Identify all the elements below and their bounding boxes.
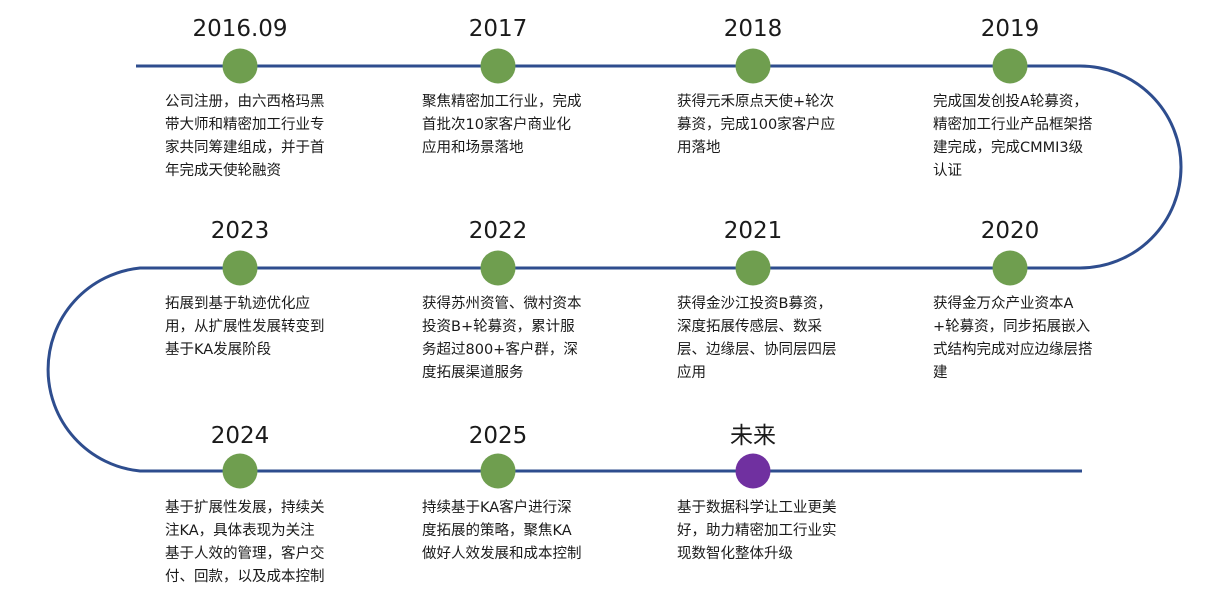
milestone-year-2018: 2018 [723, 16, 783, 42]
milestone-year-2016-09: 2016.09 [192, 16, 288, 42]
milestone-year-2025: 2025 [468, 423, 528, 449]
milestone-year-2022: 2022 [468, 218, 528, 244]
milestone-dot [735, 48, 771, 84]
milestone-year-2019: 2019 [980, 16, 1040, 42]
milestone-text-2025: 持续基于KA客户进行深度拓展的策略，聚焦KA做好人效发展和成本控制 [422, 500, 582, 562]
milestone-dot [480, 48, 516, 84]
milestone-text-future: 基于数据科学让工业更美好，助力精密加工行业实现数智化整体升级 [677, 500, 837, 562]
milestone-dot [222, 453, 258, 489]
timeline-serpentine-line [46, 64, 1183, 473]
milestone-text-2022: 获得苏州资管、微村资本投资B+轮募资，累计服务超过800+客户群，深度拓展渠道服… [422, 296, 582, 381]
milestone-dot [992, 48, 1028, 84]
milestone-text-2023: 拓展到基于轨迹优化应用，从扩展性发展转变到基于KA发展阶段 [165, 296, 325, 358]
milestone-dot [480, 453, 516, 489]
milestone-year-2023: 2023 [210, 218, 270, 244]
milestone-text-2020: 获得金万众产业资本A+轮募资，同步拓展嵌入式结构完成对应边缘层搭建 [933, 296, 1093, 381]
milestone-dot [735, 250, 771, 286]
milestone-year-future: 未来 [730, 423, 776, 449]
milestone-text-2017: 聚焦精密加工行业，完成首批次10家客户商业化应用和场景落地 [422, 94, 582, 156]
milestone-dot [222, 250, 258, 286]
milestone-text-2018: 获得元禾原点天使+轮次募资，完成100家客户应用落地 [677, 94, 836, 156]
milestone-dot [222, 48, 258, 84]
milestone-text-2021: 获得金沙江投资B募资，深度拓展传感层、数采层、边缘层、协同层四层应用 [677, 296, 837, 381]
milestone-dot [992, 250, 1028, 286]
milestone-text-2024: 基于扩展性发展，持续关注KA，具体表现为关注基于人效的管理，客户交付、回款，以及… [165, 500, 325, 585]
milestone-year-2021: 2021 [723, 218, 783, 244]
milestone-year-2020: 2020 [980, 218, 1040, 244]
milestone-text-2016-09: 公司注册，由六西格玛黑带大师和精密加工行业专家共同筹建组成，并于首年完成天使轮融… [165, 94, 325, 179]
milestone-year-2017: 2017 [468, 16, 528, 42]
milestone-dot [480, 250, 516, 286]
milestone-text-2019: 完成国发创投A轮募资，精密加工行业产品框架搭建完成，完成CMMI3级认证 [933, 94, 1093, 179]
milestone-year-2024: 2024 [210, 423, 270, 449]
milestone-dot-future [735, 453, 771, 489]
